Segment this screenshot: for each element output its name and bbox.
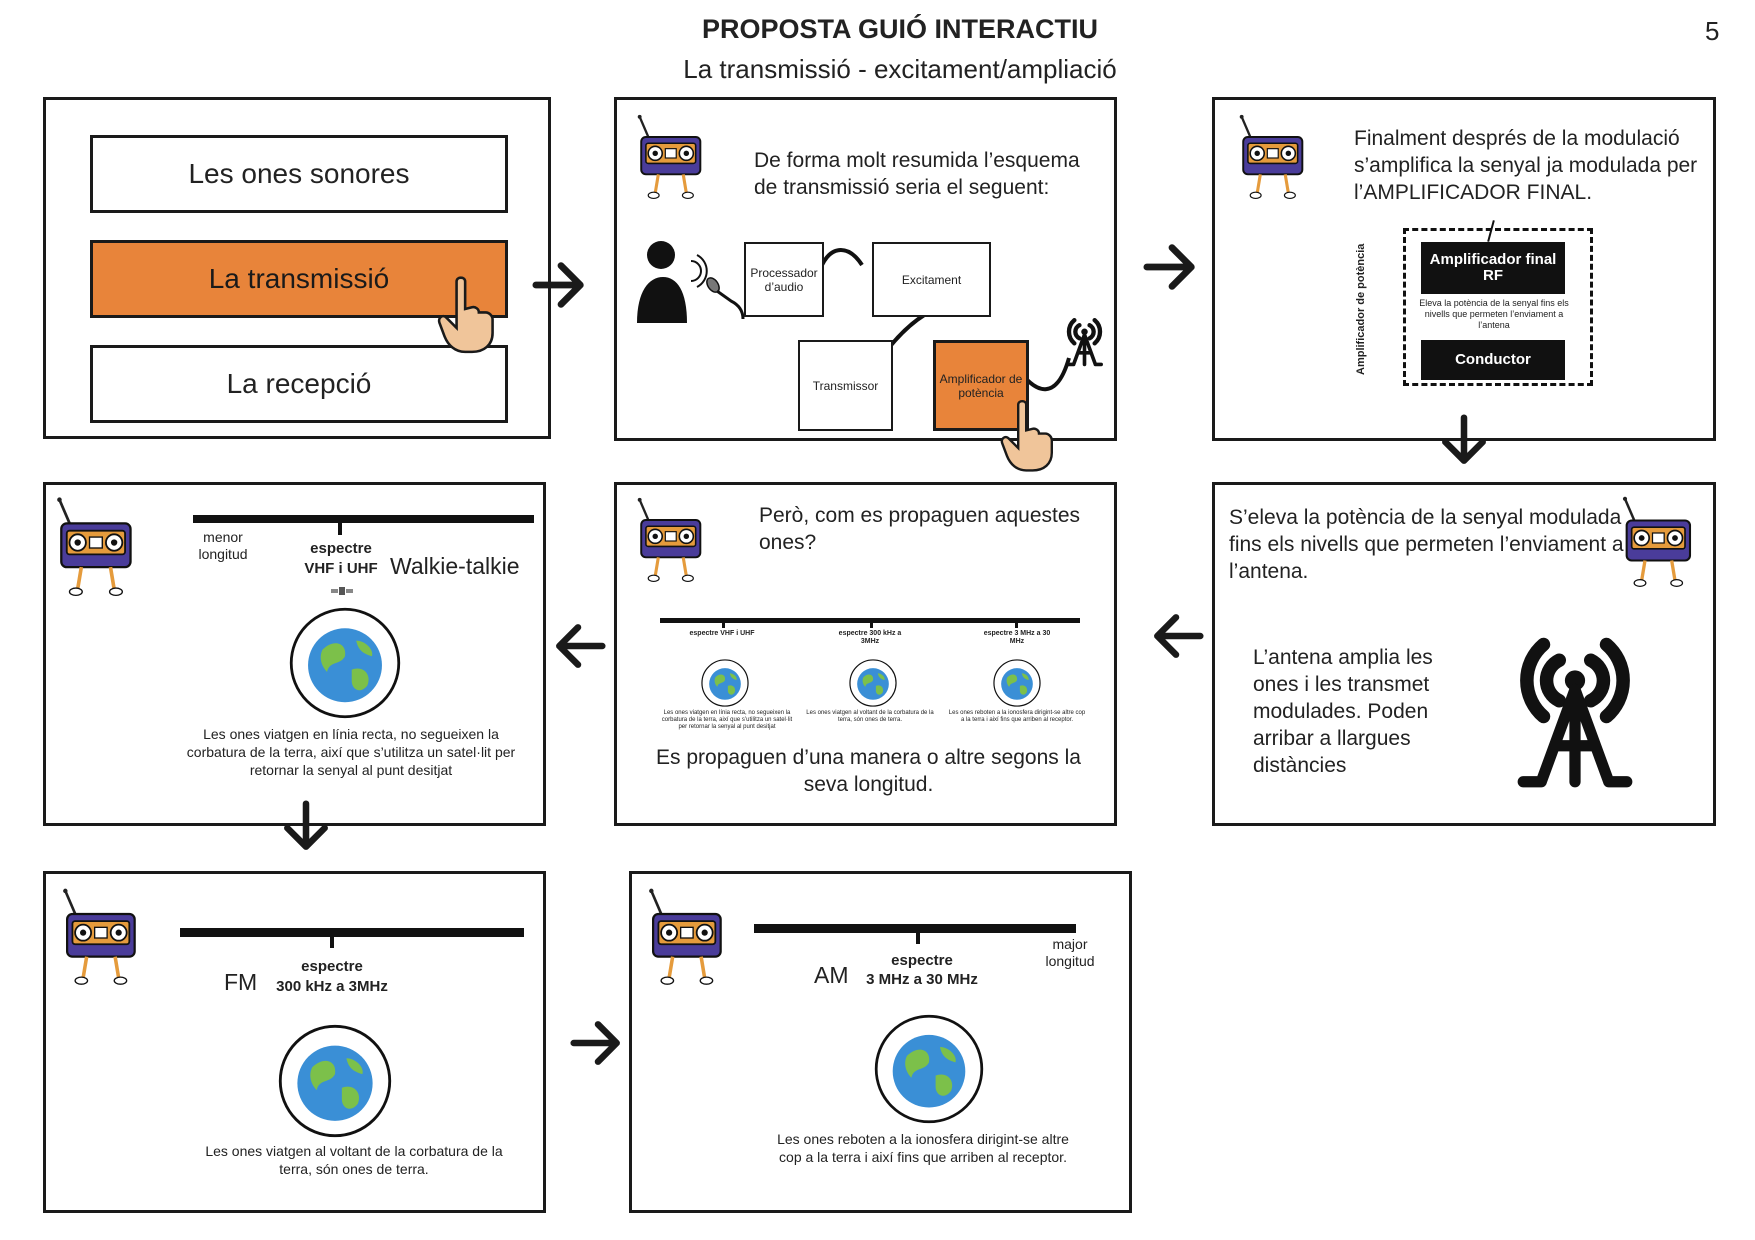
band-description: Les ones viatgen al voltant de la corbat… (806, 710, 934, 724)
page-subtitle: La transmissió - excitament/ampliació (683, 54, 1117, 84)
schema-box-amplifier[interactable]: Amplificador de potència (933, 340, 1029, 431)
speaker-microphone-icon (637, 241, 745, 323)
robot-radio-icon (635, 491, 705, 591)
panel-antenna: S’eleva la potència de la senyal modulad… (1212, 482, 1716, 826)
arrow-right-icon (570, 1015, 626, 1071)
spectrum-title: espectre (891, 952, 953, 969)
fm-description: Les ones viatgen al voltant de la corbat… (205, 1143, 503, 1178)
earth-icon (289, 607, 401, 719)
robot-radio-icon (1237, 108, 1307, 208)
robot-radio-icon (60, 880, 140, 996)
panel-am: major longitud AM espectre 3 MHz a 30 MH… (629, 871, 1132, 1213)
scale-tick (916, 928, 920, 944)
panel-propagation: Però, com es propaguen aquestes ones? es… (614, 482, 1117, 826)
pointer-hand-icon (436, 275, 496, 355)
earth-icon (874, 1014, 984, 1124)
panel-schema: De forma molt resumida l’esquema de tran… (614, 97, 1117, 441)
amplifier-side-label: Amplificador de potència (1355, 243, 1367, 375)
arrow-right-icon (1143, 238, 1201, 296)
band-label: espectre 300 kHz a 3MHz (838, 630, 902, 646)
arrow-left-icon (1148, 608, 1204, 664)
scale-tick (722, 620, 725, 628)
final-rf-amp-desc: Eleva la potència de la senyal fins els … (1419, 298, 1569, 330)
earth-icon (278, 1024, 392, 1138)
scale-tick (1015, 620, 1018, 628)
schema-intro-text: De forma molt resumida l’esquema de tran… (754, 149, 1080, 199)
scale-tick (338, 519, 342, 535)
longer-wavelength-label: major longitud (1045, 936, 1095, 969)
schema-box-processor[interactable]: Processador d’audio (744, 242, 824, 317)
band-name: AM (814, 962, 849, 988)
earth-icon (701, 659, 749, 707)
amplifier-diagram (1403, 228, 1593, 386)
propagation-question: Però, com es propaguen aquestes ones? (759, 504, 1081, 554)
panel-vhf-uhf: menor longitud espectre VHF i UHF Walkie… (43, 482, 546, 826)
spectrum-range: 300 kHz a 3MHz (276, 978, 388, 995)
panel-final-amplifier: Finalment després de la modulació s’ampl… (1212, 97, 1716, 441)
band-name: FM (224, 969, 258, 995)
spectrum-title: espectre (301, 958, 363, 975)
robot-radio-icon (54, 489, 136, 607)
arrow-left-icon (550, 618, 606, 674)
page-number: 5 (1705, 16, 1720, 46)
final-amp-text: Finalment després de la modulació s’ampl… (1354, 127, 1698, 204)
scale-tick (330, 932, 334, 948)
driver-box[interactable]: Conductor (1421, 340, 1565, 380)
earth-icon (849, 659, 897, 707)
final-rf-amp-box[interactable]: Amplificador final RF (1421, 242, 1565, 294)
satellite-icon (331, 587, 353, 595)
schema-box-exciter[interactable]: Excitament (872, 242, 991, 317)
am-description: Les ones reboten a la ionosfera dirigint… (777, 1131, 1069, 1166)
panel-menu: Les ones sonores La transmissió La recep… (43, 97, 551, 439)
robot-radio-icon (1620, 493, 1695, 593)
scale-tick (870, 620, 873, 628)
earth-icon (993, 659, 1041, 707)
page-title: PROPOSTA GUIÓ INTERACTIU (701, 14, 1098, 44)
menu-item-sound-waves[interactable]: Les ones sonores (90, 135, 508, 213)
antenna-tower-icon (1505, 613, 1645, 793)
spectrum-range: VHF i UHF (304, 560, 378, 577)
wavelength-scale (754, 924, 1076, 933)
arrow-down-icon (278, 800, 334, 856)
spectrum-range: 3 MHz a 30 MHz (866, 971, 978, 988)
robot-radio-icon (646, 880, 726, 996)
schema-box-transmitter[interactable]: Transmissor (798, 340, 893, 431)
menu-item-transmission[interactable]: La transmissió (90, 240, 508, 318)
propagation-caption: Es propaguen d’una manera o altre segons… (656, 746, 1081, 796)
antenna-icon (1062, 310, 1107, 368)
antenna-description-text: L’antena amplia les ones i les transmet … (1253, 646, 1433, 777)
band-description: Les ones reboten a la ionosfera dirigint… (948, 710, 1086, 724)
device-name: Walkie-talkie (390, 553, 520, 579)
pointer-hand-icon (999, 400, 1055, 472)
menu-item-reception[interactable]: La recepció (90, 345, 508, 423)
vhf-uhf-description: Les ones viatgen en línia recta, no segu… (186, 726, 516, 779)
wavelength-scale (180, 928, 524, 937)
wavelength-scale (193, 515, 534, 523)
spectrum-title: espectre (310, 540, 372, 557)
power-elevation-text: S’eleva la potència de la senyal modulad… (1229, 506, 1624, 583)
band-label: espectre 3 MHz a 30 MHz (983, 630, 1051, 646)
band-description: Les ones viatgen en línia recta, no segu… (661, 710, 793, 731)
arrow-down-icon (1436, 414, 1492, 470)
shorter-wavelength-label: menor longitud (198, 529, 248, 562)
arrow-right-icon (532, 256, 590, 314)
band-label: espectre VHF i UHF (689, 630, 755, 637)
panel-fm: FM espectre 300 kHz a 3MHz Les ones viat… (43, 871, 546, 1213)
